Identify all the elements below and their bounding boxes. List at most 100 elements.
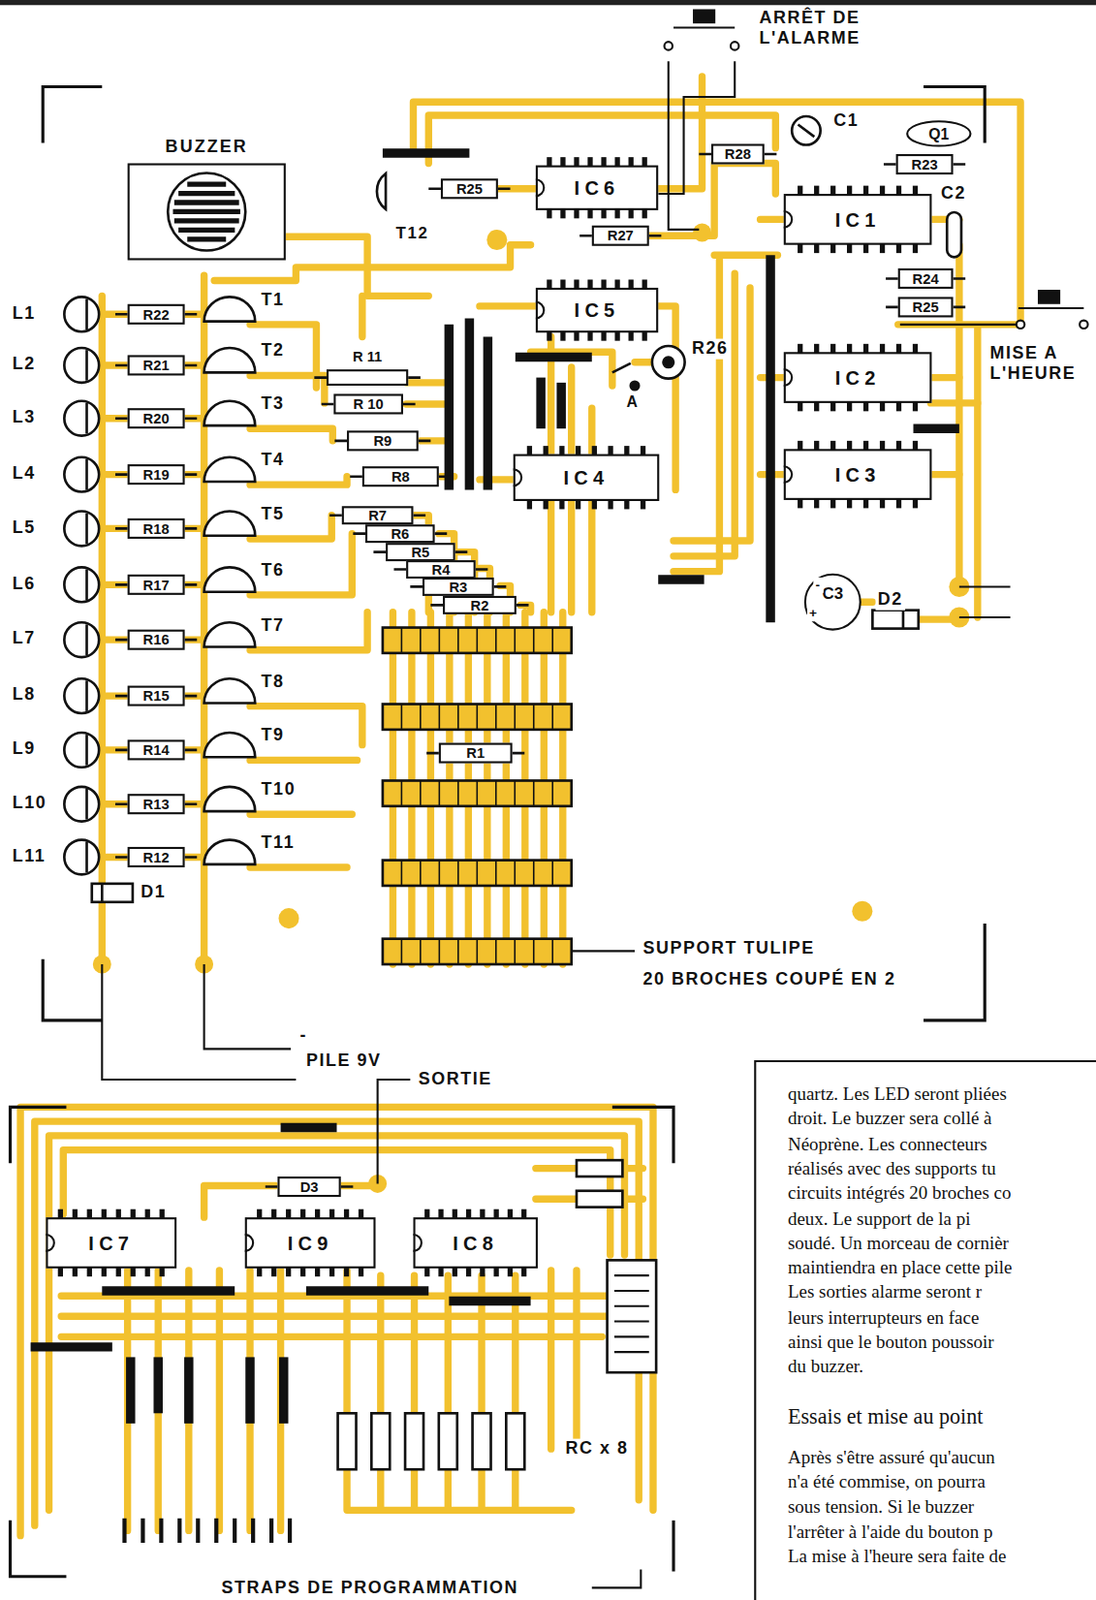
push-buttons (673, 26, 735, 29)
rc-resistors (338, 1412, 357, 1470)
ic-pin (256, 1209, 262, 1219)
ic-chip: IC2 (783, 351, 933, 404)
buzzer-slot (174, 199, 240, 205)
crop-marks (671, 1520, 675, 1572)
push-buttons (664, 10, 1089, 330)
resistor-box: R 11 (326, 369, 408, 386)
ic-pin (846, 344, 852, 353)
component-label: R3 (448, 579, 468, 595)
resistor-box: R2 (442, 595, 517, 615)
ic-chip: IC8 (412, 1217, 537, 1269)
wire-straps (101, 1285, 235, 1295)
ic-pin (814, 499, 819, 508)
article-text-line: leurs interrupteurs en face (785, 1306, 1096, 1328)
ic-pin (896, 344, 902, 353)
ic-pin (587, 331, 593, 341)
article-text-line: n'a été commise, on pourra (785, 1471, 1096, 1494)
rc-resistors (438, 1412, 458, 1470)
resistor-box: R18 (127, 518, 186, 539)
ic-pin (814, 244, 819, 253)
ic-pin (912, 344, 918, 353)
ic-pin (863, 402, 869, 411)
wire-leads (657, 61, 735, 194)
ic-pin (607, 445, 613, 455)
copper-traces (127, 1270, 282, 1531)
wire-straps (153, 1356, 162, 1413)
ic-pin (830, 499, 836, 508)
ic-pin (592, 500, 597, 509)
component-label: IC1 (835, 209, 881, 229)
ic-pin (494, 1267, 500, 1277)
buzzer-slot (187, 181, 226, 187)
ic-pin (300, 1209, 306, 1219)
buzzer-box: BUZZER (127, 162, 286, 260)
component-label: R12 (143, 849, 170, 865)
led-symbols (63, 401, 99, 437)
ic-pin (879, 402, 885, 411)
component-label: R2 (470, 597, 490, 613)
ic-pin (642, 331, 648, 341)
ic-pin (814, 440, 819, 450)
buzzer-disc (167, 172, 246, 251)
ic-notch (535, 302, 544, 319)
ic-pin (830, 244, 836, 253)
ic-pin (863, 440, 869, 450)
led-symbols (63, 840, 99, 876)
ic-pin (863, 499, 869, 508)
transistor-symbols (204, 401, 256, 426)
callout-label: L1 (10, 303, 38, 324)
transistor-symbols (204, 732, 256, 757)
component-label: R27 (607, 228, 634, 244)
ic-pin (628, 209, 634, 219)
ic-pin (863, 186, 869, 195)
ic-pin (159, 1209, 165, 1219)
wire-straps (281, 1123, 338, 1132)
component-label: R16 (143, 632, 170, 648)
ic-pin (879, 440, 885, 450)
rc-resistors (472, 1412, 492, 1470)
article-text-line: soudé. Un morceau de cornièr (785, 1232, 1096, 1254)
callout-label: - (297, 1025, 310, 1046)
component-symbols (630, 381, 639, 390)
ic-pin (546, 156, 552, 166)
resistor-box: R6 (365, 524, 436, 543)
ic-pin (300, 1267, 306, 1277)
ic-pin (573, 156, 579, 166)
ic-notch (513, 469, 522, 486)
rc-resistors (614, 1275, 650, 1352)
ic-notch (412, 1234, 421, 1252)
crop-marks (42, 86, 102, 143)
resistor-box: R14 (127, 739, 186, 760)
copper-traces (346, 1469, 572, 1510)
ic-chip: IC3 (783, 448, 933, 501)
crop-marks (612, 1106, 674, 1163)
callout-label: A (624, 392, 641, 410)
ic-pin (600, 280, 606, 289)
component-label: R21 (143, 358, 170, 374)
ic-pin (145, 1209, 151, 1219)
ic-pin (573, 331, 579, 341)
tulip-socket (382, 860, 572, 886)
ic-pin (314, 1267, 320, 1277)
ic-notch (783, 211, 792, 228)
push-buttons (1038, 290, 1060, 304)
resistor-box: R1 (438, 743, 513, 764)
led-symbols (63, 457, 99, 493)
wire-straps (444, 324, 454, 491)
article-text-line: deux. Le support de la pi (785, 1207, 1096, 1229)
copper-traces (204, 1186, 577, 1450)
component-symbols (946, 212, 962, 257)
ic-pin (600, 209, 606, 219)
resistor-box: R23 (896, 154, 954, 175)
component-label: R28 (724, 147, 752, 162)
component-symbols (92, 116, 962, 903)
ic-pin (600, 331, 606, 341)
ic-pin (846, 186, 852, 195)
ic-pin (521, 1267, 527, 1277)
led-symbols (63, 296, 99, 332)
solder-pads (692, 223, 712, 243)
wire-straps (31, 1342, 113, 1351)
callout-label: L10 (10, 792, 50, 814)
ic-pin (797, 440, 803, 450)
component-label: Q1 (928, 125, 949, 142)
